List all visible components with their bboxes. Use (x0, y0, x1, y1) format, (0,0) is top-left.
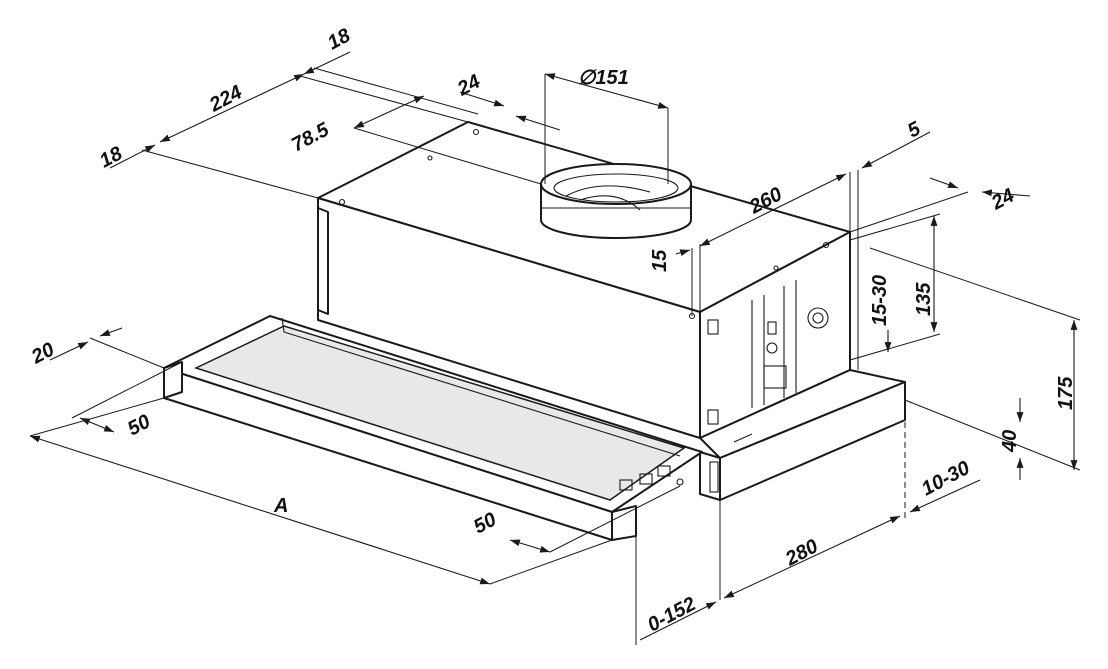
dim-24-right: 24 (987, 185, 1018, 215)
hood-body (163, 121, 906, 541)
side-hole-large (807, 307, 829, 329)
dim-18-top: 18 (324, 24, 355, 54)
dim-50-left: 50 (124, 411, 154, 441)
left-bracket (317, 207, 329, 315)
dim-40: 40 (999, 430, 1021, 453)
dim-18-left: 18 (96, 142, 127, 172)
drawer-end-cap (611, 505, 637, 541)
dim-24-top: 24 (453, 71, 484, 101)
dim-20: 20 (27, 339, 58, 369)
dim-diameter: ∅151 (578, 67, 629, 89)
dim-15: 15 (649, 249, 671, 272)
dimension-lines (29, 51, 1081, 645)
dim-0-152: 0-152 (644, 593, 699, 636)
dim-78-5: 78.5 (288, 118, 333, 156)
dim-280: 280 (781, 535, 822, 571)
dim-135: 135 (913, 282, 935, 316)
dim-50-front: 50 (470, 509, 500, 539)
connector-box (763, 365, 787, 389)
side-hole-small (766, 342, 778, 354)
dim-224: 224 (205, 81, 246, 117)
dim-5: 5 (904, 117, 925, 142)
duct-collar (540, 163, 692, 239)
side-slot (767, 321, 777, 335)
dim-175: 175 (1055, 376, 1077, 410)
dim-15-30: 15-30 (869, 275, 891, 326)
dim-10-30: 10-30 (918, 457, 973, 500)
dim-A: A (273, 495, 288, 517)
